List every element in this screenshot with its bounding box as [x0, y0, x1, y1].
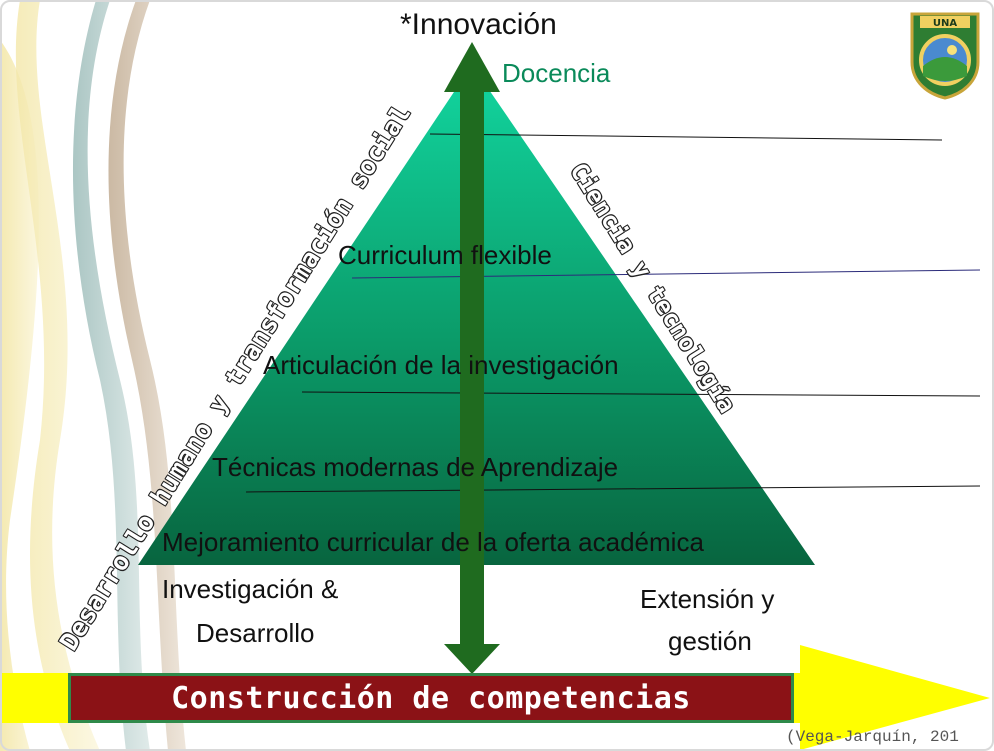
bottom-right-label-line1: Extensión y — [640, 584, 775, 614]
divider-line-4 — [245, 485, 981, 493]
banner-label: Construcción de competencias — [171, 680, 691, 716]
divider-line-1 — [429, 133, 943, 141]
bottom-left-label-line1: Investigación & — [162, 574, 339, 604]
background-swooshes — [0, 0, 186, 751]
bottom-left-label-line2: Desarrollo — [196, 618, 315, 648]
citation-text: (Vega-Jarquín, 201 — [786, 728, 959, 746]
level-label-1: Curriculum flexible — [338, 240, 552, 270]
apex-label-docencia: Docencia — [502, 58, 611, 88]
logo-text: UNA — [933, 18, 957, 29]
university-logo: UNA — [910, 12, 980, 100]
level-label-4: Mejoramiento curricular de la oferta aca… — [162, 527, 704, 557]
bottom-right-label-line2: gestión — [668, 626, 752, 656]
vertical-double-arrow — [444, 42, 500, 674]
level-label-2: Articulación de la investigación — [263, 350, 619, 380]
divider-line-2 — [351, 269, 981, 279]
innovation-label: *Innovación — [400, 8, 557, 41]
level-label-3: Técnicas modernas de Aprendizaje — [212, 452, 619, 482]
competencies-banner: Construcción de competencias — [68, 673, 794, 723]
divider-line-3 — [301, 391, 981, 397]
